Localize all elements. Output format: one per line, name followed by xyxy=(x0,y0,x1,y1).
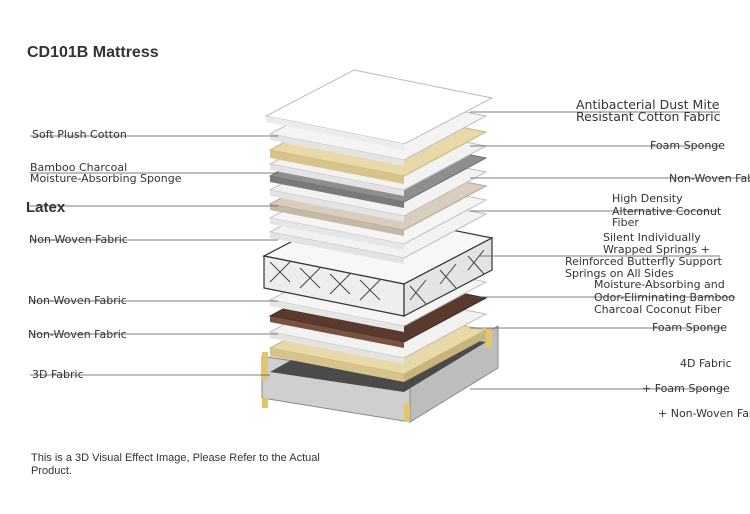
label-density-3: Fiber xyxy=(612,216,639,229)
label-soft-plush-cotton: Soft Plush Cotton xyxy=(32,128,127,141)
leader-lines-right xyxy=(470,111,748,390)
label-springs-1: Silent Individually xyxy=(603,231,701,244)
label-foam-sponge-2: Foam Sponge xyxy=(652,321,728,334)
label-nonwoven-3: Non-Woven Fabric xyxy=(28,328,127,341)
label-nonwoven-right: Non-Woven Fab xyxy=(669,172,750,185)
label-plus-nonwoven: + Non-Woven Fab xyxy=(658,407,750,420)
label-3d-fabric: 3D Fabric xyxy=(32,368,84,381)
label-springs-2: Wrapped Springs + xyxy=(603,243,710,256)
label-moisture-2: Odor-Eliminating Bamboo xyxy=(594,291,735,304)
label-density-2: Alternative Coconut xyxy=(612,205,722,218)
label-antibacterial-1: Antibacterial Dust Mite xyxy=(576,97,720,112)
label-plus-foam-sponge: + Foam Sponge xyxy=(642,382,730,395)
label-springs-4: Springs on All Sides xyxy=(565,267,674,280)
label-moisture-sponge: Moisture-Absorbing Sponge xyxy=(30,172,182,185)
page-title: CD101B Mattress xyxy=(27,44,159,61)
disclaimer-text: This is a 3D Visual Effect Image, Please… xyxy=(31,452,320,477)
label-density-1: High Density xyxy=(612,192,683,205)
label-foam-sponge-1: Foam Sponge xyxy=(650,139,726,152)
label-bamboo-charcoal: Bamboo Charcoal xyxy=(30,161,128,174)
label-springs-3: Reinforced Butterfly Support xyxy=(565,255,722,268)
label-nonwoven-2: Non-Woven Fabric xyxy=(28,294,127,307)
leader-lines-left xyxy=(30,135,278,376)
label-4d-fabric: 4D Fabric xyxy=(680,357,732,370)
label-antibacterial-2: Resistant Cotton Fabric xyxy=(576,109,721,124)
label-moisture-3: Charcoal Coconut Fiber xyxy=(594,303,722,316)
label-moisture-1: Moisture-Absorbing and xyxy=(594,278,725,291)
label-latex: Latex xyxy=(26,199,66,216)
layer-top-fabric xyxy=(264,69,494,150)
label-nonwoven-1: Non-Woven Fabric xyxy=(29,233,128,246)
